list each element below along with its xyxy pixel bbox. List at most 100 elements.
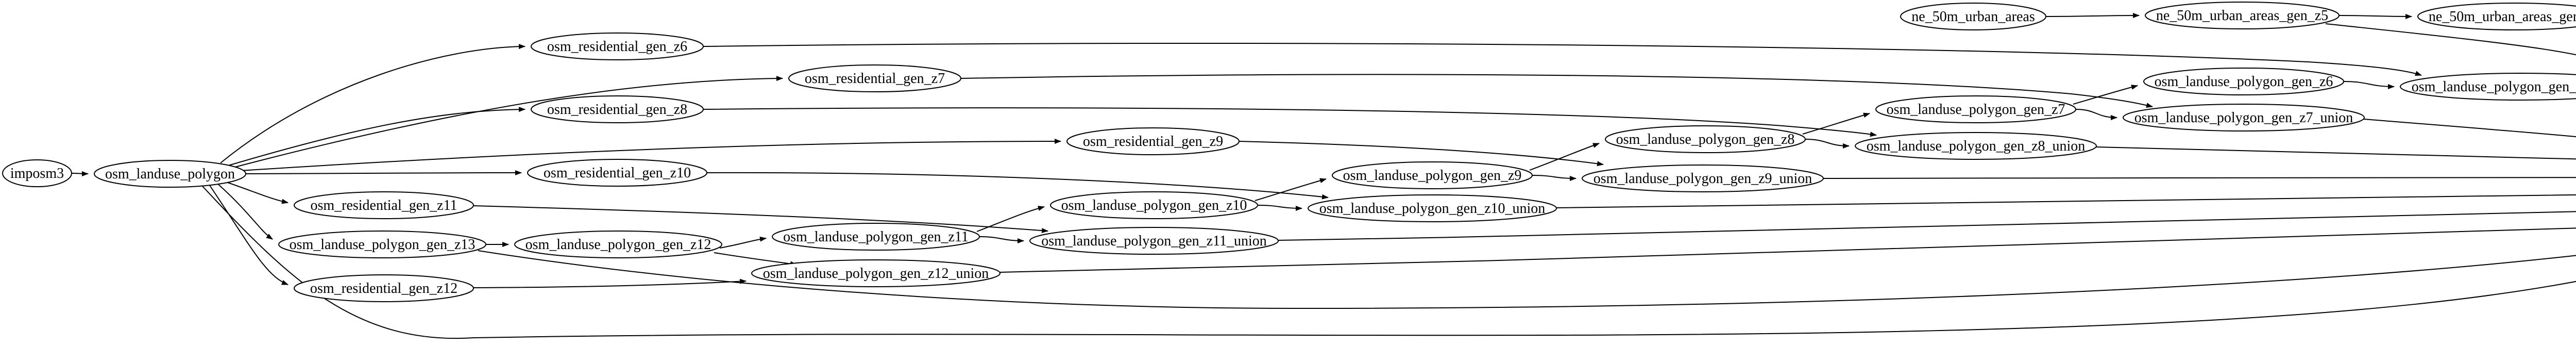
node-osm_residential_gen_z11: osm_residential_gen_z11 <box>294 191 474 219</box>
node-ellipse-osm_landuse_polygon_gen_z6_union <box>2400 73 2576 101</box>
node-label-osm_residential_gen_z6: osm_residential_gen_z6 <box>547 39 687 55</box>
edge-osm_landuse_polygon-to-layer_landuse-z14+ <box>201 185 2576 339</box>
node-label-osm_landuse_polygon_gen_z12_union: osm_landuse_polygon_gen_z12_union <box>763 266 989 282</box>
node-osm_landuse_polygon_gen_z7: osm_landuse_polygon_gen_z7 <box>1875 95 2076 123</box>
node-ne_50m_urban_areas_gen_z4: ne_50m_urban_areas_gen_z4 <box>2417 3 2576 30</box>
node-label-osm_residential_gen_z9: osm_residential_gen_z9 <box>1083 134 1223 150</box>
edge-osm_landuse_polygon_gen_z8-to-osm_landuse_polygon_gen_z8_union <box>1805 139 1850 149</box>
node-ellipse-osm_landuse_polygon_gen_z12 <box>514 231 722 258</box>
edge-osm_landuse_polygon-to-osm_residential_gen_z10 <box>242 170 522 176</box>
node-imposm3: imposm3 <box>2 159 72 187</box>
node-ellipse-imposm3 <box>2 159 72 187</box>
node-osm_landuse_polygon_gen_z11: osm_landuse_polygon_gen_z11 <box>772 223 980 251</box>
node-ellipse-osm_landuse_polygon_gen_z9_union <box>1582 164 1824 192</box>
node-label-osm_landuse_polygon_gen_z11: osm_landuse_polygon_gen_z11 <box>783 229 969 245</box>
edge-osm_landuse_polygon_gen_z10_union-to-layer_landuse-z10 <box>1555 194 2576 208</box>
edge-osm_residential_gen_z6-to-osm_landuse_polygon_gen_z6_union <box>703 42 2422 76</box>
node-ellipse-osm_landuse_polygon_gen_z13 <box>278 231 486 258</box>
node-osm_landuse_polygon_gen_z9: osm_landuse_polygon_gen_z9 <box>1332 161 1533 189</box>
node-label-osm_landuse_polygon_gen_z6: osm_landuse_polygon_gen_z6 <box>2155 74 2333 90</box>
node-osm_residential_gen_z12: osm_residential_gen_z12 <box>294 274 474 302</box>
edges-layer <box>71 13 2576 339</box>
node-label-osm_residential_gen_z7: osm_residential_gen_z7 <box>805 71 945 87</box>
node-osm_landuse_polygon_gen_z6: osm_landuse_polygon_gen_z6 <box>2143 68 2344 95</box>
edge-osm_residential_gen_z12-to-osm_landuse_polygon_gen_z12_union <box>473 278 747 288</box>
node-osm_landuse_polygon_gen_z13: osm_landuse_polygon_gen_z13 <box>278 231 486 258</box>
node-osm_landuse_polygon_gen_z10_union: osm_landuse_polygon_gen_z10_union <box>1308 194 1557 222</box>
node-label-ne_50m_urban_areas: ne_50m_urban_areas <box>1911 9 2035 25</box>
edge-osm_landuse_polygon_gen_z10-to-osm_landuse_polygon_gen_z9 <box>1255 178 1327 201</box>
node-osm_landuse_polygon_gen_z10: osm_landuse_polygon_gen_z10 <box>1050 191 1258 219</box>
edge-osm_residential_gen_z10-to-osm_landuse_polygon_gen_z10_union <box>706 172 1329 200</box>
edge-osm_landuse_polygon_gen_z13-to-layer_landuse-z13 <box>478 250 2576 309</box>
edge-osm_landuse_polygon-to-osm_residential_gen_z6 <box>220 44 526 163</box>
edge-ne_50m_urban_areas_gen_z5-to-ne_50m_urban_areas_gen_z4 <box>2338 13 2412 19</box>
node-osm_residential_gen_z7: osm_residential_gen_z7 <box>788 64 961 92</box>
node-ellipse-osm_landuse_polygon_gen_z9 <box>1332 161 1533 189</box>
edge-osm_landuse_polygon_gen_z8_union-to-layer_landuse-z8 <box>2095 146 2576 160</box>
node-label-ne_50m_urban_areas_gen_z5: ne_50m_urban_areas_gen_z5 <box>2156 8 2328 24</box>
edge-osm_landuse_polygon-to-osm_residential_gen_z8 <box>228 107 526 166</box>
edge-osm_landuse_polygon_gen_z9_union-to-layer_landuse-z9 <box>1822 177 2576 179</box>
node-label-osm_landuse_polygon_gen_z7: osm_landuse_polygon_gen_z7 <box>1887 102 2065 118</box>
node-ellipse-osm_landuse_polygon_gen_z8 <box>1605 125 1806 153</box>
node-osm_residential_gen_z9: osm_residential_gen_z9 <box>1066 127 1240 155</box>
node-ellipse-osm_residential_gen_z9 <box>1066 127 1240 155</box>
node-label-osm_landuse_polygon_gen_z12: osm_landuse_polygon_gen_z12 <box>526 237 711 253</box>
edge-osm_landuse_polygon-to-osm_residential_gen_z11 <box>224 181 289 204</box>
node-osm_landuse_polygon_gen_z7_union: osm_landuse_polygon_gen_z7_union <box>2123 104 2365 131</box>
edge-imposm3-to-osm_landuse_polygon <box>71 171 89 176</box>
edge-ne_50m_urban_areas_gen_z5-to-layer_landuse-z5 <box>2325 23 2576 56</box>
node-ellipse-osm_landuse_polygon_gen_z11_union <box>1029 227 1279 255</box>
node-osm_landuse_polygon_gen_z9_union: osm_landuse_polygon_gen_z9_union <box>1582 164 1824 192</box>
edge-osm_residential_gen_z8-to-osm_landuse_polygon_gen_z8_union <box>703 107 1877 137</box>
node-ellipse-osm_landuse_polygon_gen_z10 <box>1050 191 1258 219</box>
node-label-ne_50m_urban_areas_gen_z4: ne_50m_urban_areas_gen_z4 <box>2429 9 2576 25</box>
node-label-osm_residential_gen_z10: osm_residential_gen_z10 <box>544 165 691 181</box>
node-label-osm_landuse_polygon_gen_z13: osm_landuse_polygon_gen_z13 <box>290 237 476 253</box>
node-osm_landuse_polygon_gen_z8_union: osm_landuse_polygon_gen_z8_union <box>1855 132 2097 160</box>
node-osm_residential_gen_z8: osm_residential_gen_z8 <box>531 95 704 123</box>
node-osm_landuse_polygon_gen_z8: osm_landuse_polygon_gen_z8 <box>1605 125 1806 153</box>
node-ellipse-osm_landuse_polygon_gen_z6 <box>2143 68 2344 95</box>
node-ellipse-osm_landuse_polygon_gen_z8_union <box>1855 132 2097 160</box>
edge-osm_residential_gen_z7-to-osm_landuse_polygon_gen_z7_union <box>960 74 2153 108</box>
node-ellipse-osm_landuse_polygon_gen_z12_union <box>751 259 1001 287</box>
edge-osm_residential_gen_z11-to-osm_landuse_polygon_gen_z11_union <box>473 205 1048 234</box>
node-osm_landuse_polygon_gen_z6_union: osm_landuse_polygon_gen_z6_union <box>2400 73 2576 101</box>
node-label-osm_landuse_polygon_gen_z8_union: osm_landuse_polygon_gen_z8_union <box>1867 138 2086 154</box>
node-ne_50m_urban_areas: ne_50m_urban_areas <box>1900 3 2046 30</box>
node-ellipse-osm_residential_gen_z10 <box>527 159 707 187</box>
node-ellipse-osm_residential_gen_z12 <box>294 274 474 302</box>
edge-ne_50m_urban_areas-to-ne_50m_urban_areas_gen_z5 <box>2045 13 2140 19</box>
node-label-imposm3: imposm3 <box>10 166 64 182</box>
edge-osm_landuse_polygon_gen_z11-to-osm_landuse_polygon_gen_z11_union <box>979 236 1024 243</box>
edge-osm_landuse_polygon_gen_z10-to-osm_landuse_polygon_gen_z10_union <box>1257 205 1302 211</box>
node-label-osm_residential_gen_z11: osm_residential_gen_z11 <box>310 198 457 213</box>
node-label-osm_residential_gen_z8: osm_residential_gen_z8 <box>547 102 687 118</box>
edge-osm_landuse_polygon_gen_z12-to-osm_landuse_polygon_gen_z12_union <box>714 252 797 267</box>
node-osm_residential_gen_z6: osm_residential_gen_z6 <box>531 32 704 60</box>
node-label-osm_landuse_polygon_gen_z7_union: osm_landuse_polygon_gen_z7_union <box>2134 110 2353 126</box>
node-ellipse-osm_residential_gen_z7 <box>788 64 961 92</box>
edge-osm_landuse_polygon-to-osm_residential_gen_z9 <box>240 139 1061 171</box>
node-label-osm_landuse_polygon_gen_z6_union: osm_landuse_polygon_gen_z6_union <box>2412 79 2576 95</box>
node-ellipse-osm_residential_gen_z11 <box>294 191 474 219</box>
node-ellipse-ne_50m_urban_areas <box>1900 3 2046 30</box>
edge-osm_landuse_polygon_gen_z6-to-osm_landuse_polygon_gen_z6_union <box>2343 81 2395 89</box>
edge-osm_landuse_polygon_gen_z7-to-osm_landuse_polygon_gen_z6 <box>2073 85 2138 105</box>
node-ellipse-osm_landuse_polygon_gen_z10_union <box>1308 194 1557 222</box>
node-osm_landuse_polygon_gen_z11_union: osm_landuse_polygon_gen_z11_union <box>1029 227 1279 255</box>
edge-osm_landuse_polygon_gen_z7_union-to-layer_landuse-z7 <box>2363 119 2576 138</box>
edge-osm_landuse_polygon_gen_z12-to-osm_landuse_polygon_gen_z11 <box>719 236 767 249</box>
node-label-osm_landuse_polygon_gen_z9: osm_landuse_polygon_gen_z9 <box>1343 168 1522 184</box>
edge-osm_landuse_polygon-to-osm_landuse_polygon_gen_z13 <box>216 183 273 240</box>
node-ellipse-osm_landuse_polygon <box>94 160 246 188</box>
edge-osm_landuse_polygon-to-osm_residential_gen_z7 <box>234 76 783 168</box>
node-ellipse-osm_landuse_polygon_gen_z7_union <box>2123 104 2365 131</box>
node-label-osm_landuse_polygon_gen_z11_union: osm_landuse_polygon_gen_z11_union <box>1041 233 1267 249</box>
node-ellipse-osm_residential_gen_z8 <box>531 95 704 123</box>
node-label-osm_landuse_polygon_gen_z10: osm_landuse_polygon_gen_z10 <box>1061 198 1247 213</box>
node-ellipse-osm_residential_gen_z6 <box>531 32 704 60</box>
